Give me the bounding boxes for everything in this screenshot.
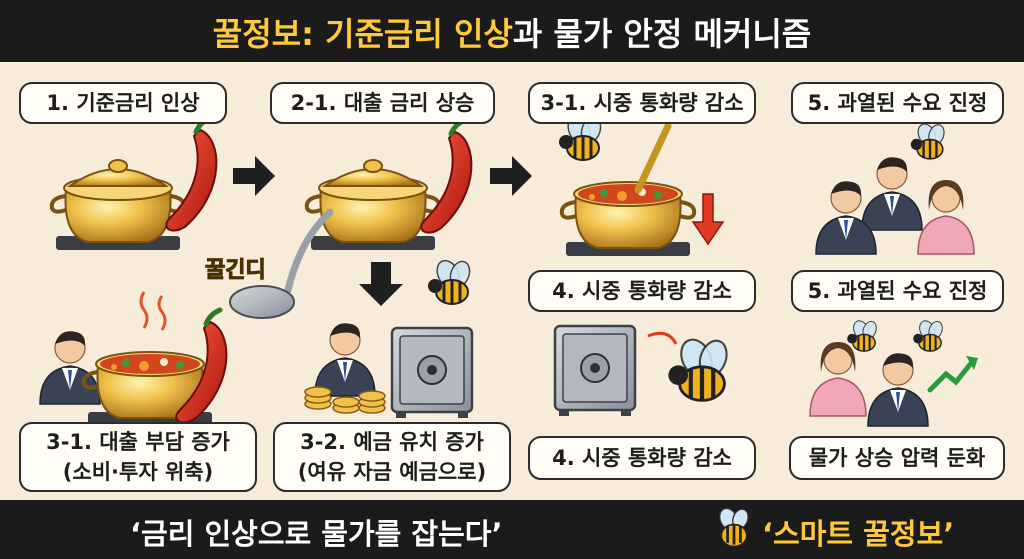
footer-slogan: ‘금리 인상으로 물가를 잡는다’ bbox=[130, 517, 503, 551]
right-arrow-icon bbox=[233, 156, 275, 196]
ladle-icon bbox=[229, 208, 334, 319]
step-label-2-1: 2-1. 대출 금리 상승 bbox=[270, 82, 495, 124]
bee-icon bbox=[668, 335, 731, 401]
title-highlight: 기준금리 인상 bbox=[325, 15, 513, 53]
footer-brand: ‘스마트 꿀정보’ bbox=[762, 517, 955, 551]
title-prefix: 꿀정보: bbox=[212, 15, 326, 53]
step-3-1-line2: (소비·투자 위축) bbox=[62, 460, 214, 484]
step-label-1: 1. 기준금리 인상 bbox=[19, 82, 227, 124]
page-title: 꿀정보: 기준금리 인상과 물가 안정 메커니즘 bbox=[0, 9, 1024, 55]
rising-arrow-icon bbox=[927, 356, 978, 393]
chili-pepper-icon bbox=[166, 118, 216, 231]
ladle-text: 꿀긴디 bbox=[205, 258, 266, 283]
step-label-5-top: 5. 과열된 수요 진정 bbox=[791, 82, 1004, 124]
bee-icon bbox=[426, 255, 475, 306]
bee-icon bbox=[719, 508, 749, 548]
step-label-4-mid: 4. 시중 통화량 감소 bbox=[528, 270, 756, 312]
step-3-2-line2: (여유 자금 예금으로) bbox=[297, 460, 487, 484]
gold-pot-icon bbox=[81, 291, 219, 428]
footer-bar bbox=[0, 500, 1024, 559]
step-label-3-2: 3-2. 예금 유치 증가 (여유 자금 예금으로) bbox=[273, 422, 511, 492]
step-3-2-line1: 3-2. 예금 유치 증가 bbox=[300, 430, 484, 454]
bee-icon bbox=[846, 317, 880, 353]
price-label: 물가 상승 압력 둔화 bbox=[789, 436, 1005, 480]
bee-icon bbox=[912, 317, 946, 353]
gold-pot-icon bbox=[49, 159, 187, 252]
right-arrow-icon bbox=[490, 156, 532, 196]
title-bar bbox=[0, 0, 1024, 62]
step-label-3-1-bottom: 3-1. 대출 부담 증가 (소비·투자 위축) bbox=[19, 422, 257, 492]
step-label-3-1-top: 3-1. 시중 통화량 감소 bbox=[528, 82, 756, 124]
people-group-icon bbox=[809, 341, 929, 427]
chili-pepper-icon bbox=[421, 120, 471, 233]
people-group-icon bbox=[815, 156, 975, 255]
step-label-4-bottom: 4. 시중 통화량 감소 bbox=[528, 436, 756, 480]
safe-icon bbox=[390, 326, 474, 420]
title-rest: 과 물가 안정 메커니즘 bbox=[512, 15, 812, 53]
businessman-icon bbox=[314, 322, 376, 397]
businessman-icon bbox=[39, 330, 101, 405]
gold-pot-icon bbox=[304, 159, 442, 252]
step-3-1-line1: 3-1. 대출 부담 증가 bbox=[46, 430, 230, 454]
curved-arrow-icon bbox=[647, 331, 678, 345]
down-arrow-icon bbox=[359, 262, 403, 306]
gold-pot-icon bbox=[559, 122, 697, 258]
safe-icon bbox=[553, 324, 637, 418]
bee-icon bbox=[909, 120, 948, 161]
step-label-5-mid: 5. 과열된 수요 진정 bbox=[791, 270, 1004, 312]
down-arrow-icon bbox=[691, 193, 725, 246]
